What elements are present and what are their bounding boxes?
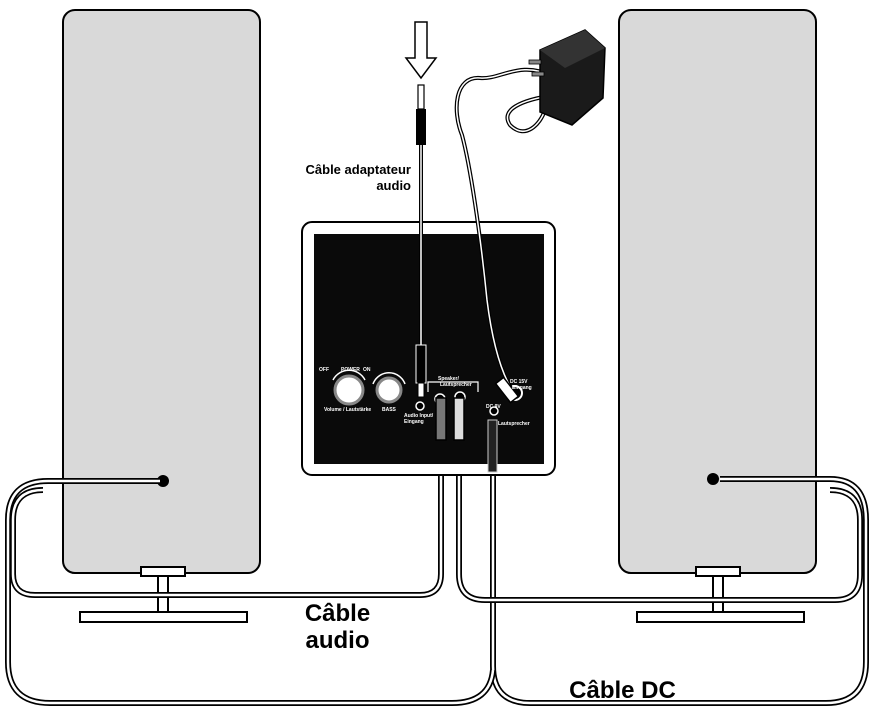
panel-audio-input-label: Audio Input/ <box>404 413 434 419</box>
panel-bass-label: BASS <box>382 407 396 413</box>
panel-eingang-label: Eingang <box>404 419 424 425</box>
audio-cable-label-line1: Câble <box>304 600 371 627</box>
panel-dc-in-label: DC 15V <box>510 379 528 385</box>
right-speaker-socket <box>707 473 719 485</box>
power-volume-knob[interactable] <box>333 374 365 406</box>
bass-knob[interactable] <box>375 376 403 404</box>
power-adapter-prong-1 <box>528 59 542 65</box>
audio-cable <box>10 440 863 603</box>
panel-lautsprecher-label: Lautsprecher <box>440 382 472 388</box>
bass-knob-arc <box>372 372 406 385</box>
power-adapter <box>454 29 606 404</box>
power-adapter-prong-2 <box>531 71 545 77</box>
audio-plug-right <box>453 397 465 441</box>
panel-speaker-label: Speaker/ <box>438 376 459 382</box>
panel-off-label: OFF <box>319 367 329 373</box>
audio-input-jack[interactable] <box>415 401 425 411</box>
left-speaker-base <box>79 611 248 623</box>
left-speaker-neck <box>140 566 186 577</box>
adapter-cable-label: Câble adaptateur audio <box>270 162 411 194</box>
panel-dc-out-sub-label: Lautsprecher <box>498 421 530 427</box>
adapter-plug-body <box>416 109 426 145</box>
dc-cable-label: Câble DC <box>569 677 676 704</box>
panel-power-label: POWER <box>341 367 360 373</box>
panel-dc-in-sub-label: Eingang <box>512 385 532 391</box>
panel-dc-out-label: DC 9V <box>486 404 501 410</box>
adapter-cable <box>404 21 438 398</box>
panel-volume-label: Volume / Lautstärke <box>324 407 372 413</box>
audio-plug-left <box>435 397 447 441</box>
right-speaker-base <box>636 611 805 623</box>
left-speaker <box>62 9 261 574</box>
input-arrow <box>404 21 438 80</box>
right-speaker <box>618 9 817 574</box>
power-knob-arc <box>332 369 366 381</box>
audio-cable-label-line2: audio <box>305 627 370 654</box>
back-panel <box>314 234 544 464</box>
adapter-plug-tip <box>417 84 425 110</box>
dc-in-plug <box>494 376 520 404</box>
outer-cable-loop <box>5 470 869 706</box>
audio-cable-label: Câble audio <box>280 600 395 654</box>
dc-out-plug <box>487 419 498 473</box>
right-speaker-neck <box>695 566 741 577</box>
adapter-cable-label-line2: audio <box>376 178 411 193</box>
dc-out-jack[interactable] <box>489 406 499 416</box>
panel-on-label: ON <box>363 367 371 373</box>
right-speaker-pole <box>712 575 724 613</box>
adapter-cable-label-line1: Câble adaptateur <box>305 162 411 177</box>
speaker-output-bracket <box>427 381 479 392</box>
adapter-plug-bottom <box>415 344 427 384</box>
